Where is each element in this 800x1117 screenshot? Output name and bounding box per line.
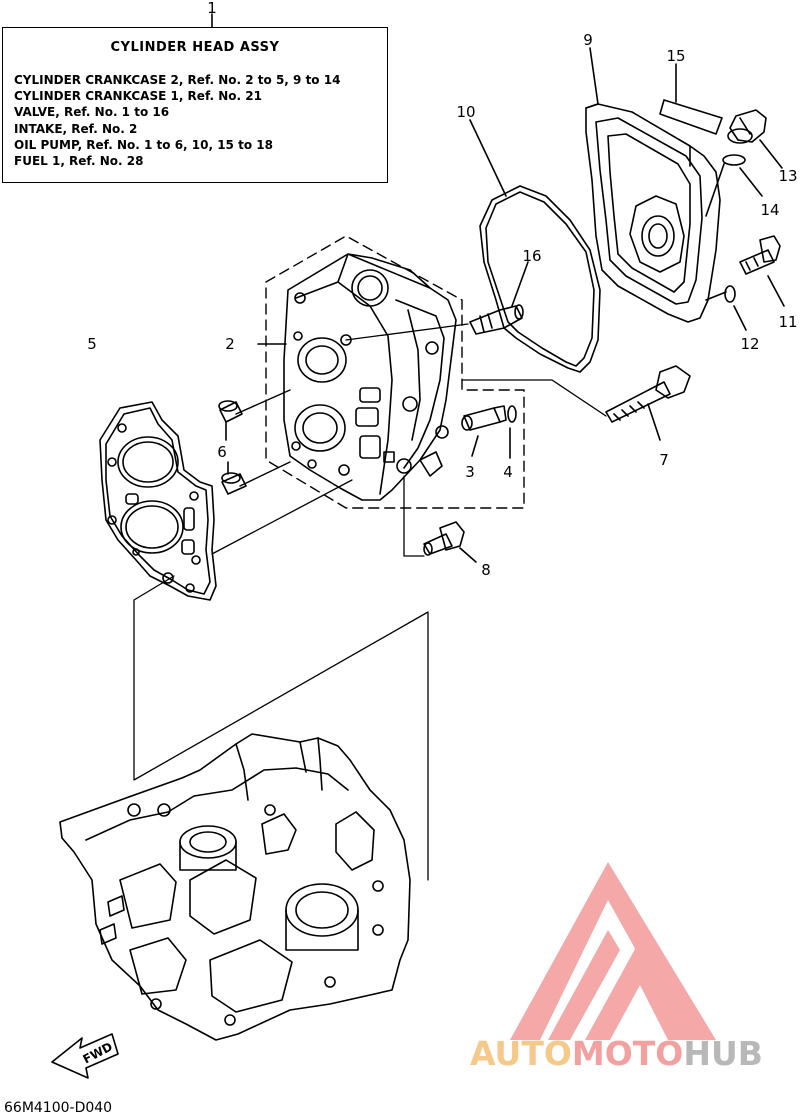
watermark-logo-icon <box>510 862 716 1040</box>
watermark-part-moto: MOTO <box>571 1034 684 1073</box>
valve-cover-gasket-10 <box>479 185 601 373</box>
cylinder-head-2 <box>283 253 457 501</box>
callout-5: 5 <box>87 335 97 353</box>
watermark-part-hub: HUB <box>683 1034 763 1073</box>
reference-box-title: CYLINDER HEAD ASSY <box>110 40 280 55</box>
watermark-part-auto: AUTO <box>470 1034 572 1073</box>
reference-line: CYLINDER CRANKCASE 1, Ref. No. 21 <box>14 89 262 104</box>
callout-13: 13 <box>778 167 798 185</box>
oil-filler-cap-13 <box>727 109 767 144</box>
valve-cover-9 <box>585 103 721 323</box>
fwd-arrow-icon <box>51 1033 119 1079</box>
reference-line: VALVE, Ref. No. 1 to 16 <box>14 105 170 120</box>
cylinder-crankcase-block <box>59 733 411 1041</box>
callout-12: 12 <box>740 335 760 353</box>
bolt-11 <box>739 235 781 275</box>
o-ring-4 <box>507 405 517 423</box>
washer-12 <box>724 285 736 303</box>
callout-15: 15 <box>666 47 686 65</box>
callout-9: 9 <box>583 31 593 49</box>
reference-line: FUEL 1, Ref. No. 28 <box>14 154 144 169</box>
callout-1: 1 <box>207 0 217 17</box>
callout-11: 11 <box>778 313 798 331</box>
head-gasket-5 <box>99 401 217 601</box>
document-code: 66M4100-D040 <box>4 1100 113 1116</box>
assembly-outline-2 <box>265 235 525 509</box>
label-plate-15 <box>659 99 723 135</box>
reference-box: CYLINDER HEAD ASSY CYLINDER CRANKCASE 2,… <box>2 27 388 183</box>
callout-6: 6 <box>217 443 227 461</box>
callout-16: 16 <box>522 247 542 265</box>
callout-2: 2 <box>225 335 235 353</box>
callout-8: 8 <box>481 561 491 579</box>
callout-14: 14 <box>760 201 780 219</box>
watermark-text: AUTOMOTOHUB <box>470 1034 763 1073</box>
callout-3: 3 <box>465 463 475 481</box>
reference-box-lines: CYLINDER CRANKCASE 2, Ref. No. 2 to 5, 9… <box>14 72 340 169</box>
callout-7: 7 <box>659 451 669 469</box>
reference-line: INTAKE, Ref. No. 2 <box>14 121 138 136</box>
reference-line: CYLINDER CRANKCASE 2, Ref. No. 2 to 5, 9… <box>14 73 341 87</box>
fitting-3 <box>461 405 507 431</box>
callout-10: 10 <box>456 103 476 121</box>
reference-line: OIL PUMP, Ref. No. 1 to 6, 10, 15 to 18 <box>14 137 273 152</box>
bolt-7 <box>605 365 691 423</box>
callout-4: 4 <box>503 463 513 481</box>
dowel-pin-6 <box>218 400 247 495</box>
spark-plug-16 <box>469 304 524 335</box>
o-ring-14 <box>722 154 746 166</box>
bolt-8 <box>423 521 465 556</box>
